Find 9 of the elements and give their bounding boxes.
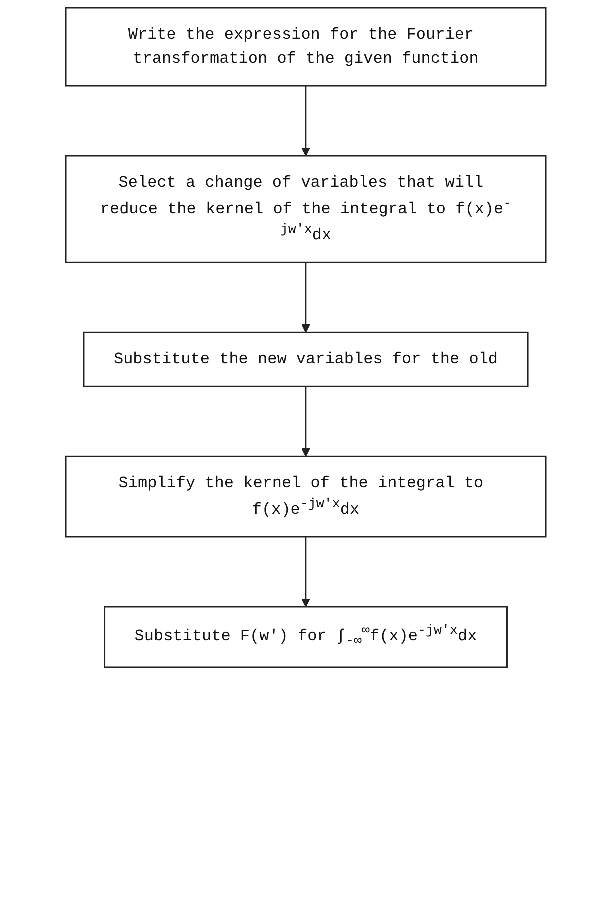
node-box: Substitute F(w′) for ∫$_{-∞}$$^{∞}$f(x)e$^{-jw′x}$dx (104, 606, 508, 668)
node-box: Simplify the kernel of the integral to f(x)e$^{-jw′x}$dx (65, 456, 547, 538)
arrow (302, 86, 310, 156)
arrow (302, 262, 310, 334)
node-box: Substitute the new variables for the old (83, 332, 529, 388)
arrow (302, 536, 310, 608)
arrow (302, 386, 310, 458)
node-box: Write the expression for the Fourier transformation of the given function (65, 7, 547, 87)
node-box: Select a change of variables that will reduce the kernel of the integral to f(x)e$^{-}$$^{jw′x}$dx (65, 155, 547, 264)
